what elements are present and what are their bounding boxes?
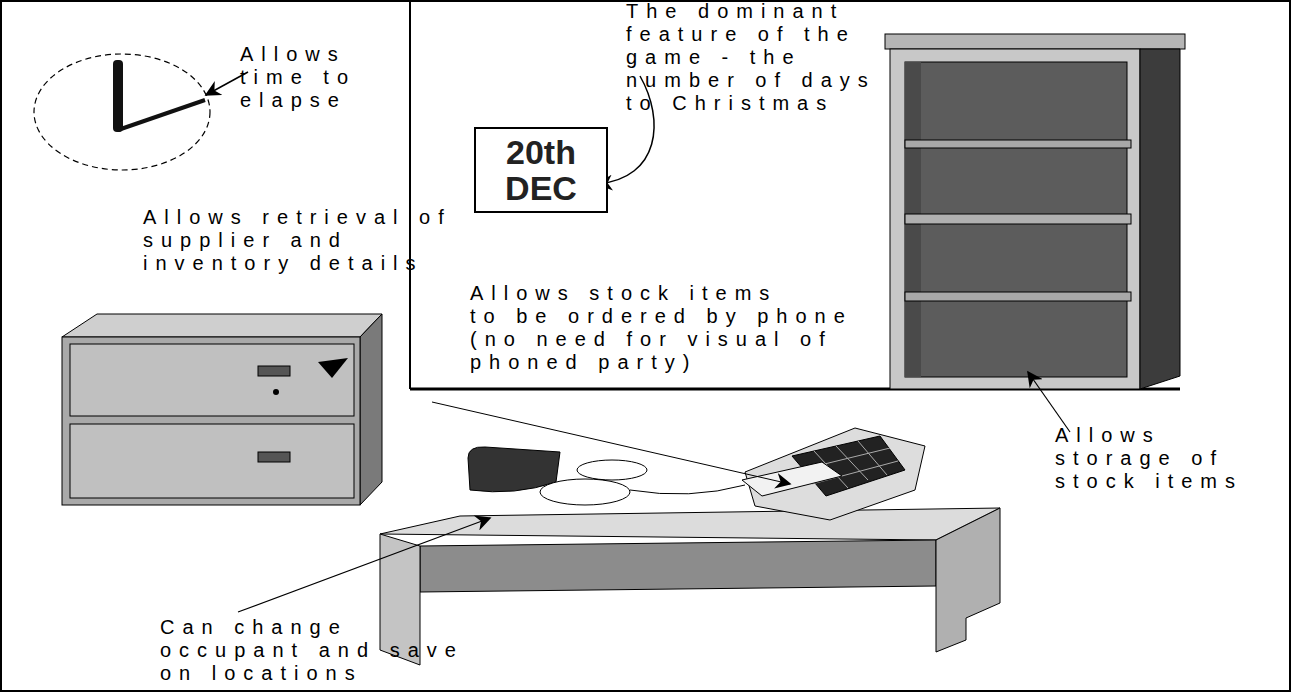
wall-edge [409, 1, 411, 389]
cabinet-side [360, 314, 382, 505]
callout-note: Allows storage of stock items [1055, 424, 1243, 492]
callout-note: Can change occupant and save on location… [160, 616, 464, 684]
cabinet-drawer [70, 344, 354, 416]
bookcase-side [1140, 49, 1180, 389]
callout-note: Allows time to elapse [240, 43, 356, 111]
clock-minute-hand [118, 100, 205, 130]
bookcase-shelf [905, 140, 1131, 148]
calendar-date: 20th DEC [496, 134, 586, 206]
leader-arrow [238, 518, 490, 612]
cabinet-top [62, 314, 382, 337]
cabinet-drawer [70, 424, 354, 498]
desk-leg [936, 508, 1000, 652]
phone-cord [577, 460, 647, 480]
bookcase-shelf [905, 292, 1131, 301]
bookcase-frame [890, 49, 1140, 389]
drawer-lock [273, 389, 279, 395]
cabinet-front [62, 337, 360, 505]
callout-note: Allows retrieval of supplier and invento… [143, 206, 452, 274]
desk-front [420, 540, 936, 592]
phone-handset [742, 462, 842, 496]
callout-note: Allows stock items to be ordered by phon… [470, 282, 853, 373]
keypad-grid [858, 441, 887, 475]
phone-cord [630, 485, 745, 494]
clock-face [34, 54, 210, 170]
phone-cord [540, 479, 630, 505]
clock-hour-hand [113, 60, 123, 132]
leader-arrow [318, 358, 348, 378]
bookcase-top [885, 34, 1185, 49]
bookcase-shelf [905, 214, 1131, 224]
drawer-handle [258, 452, 290, 462]
drawer-handle [258, 366, 290, 376]
callout-note: The dominant feature of the game - the n… [626, 0, 876, 114]
calendar-box: 20th DEC [474, 127, 608, 213]
leader-arrow [432, 402, 790, 484]
leader-arrow [1028, 372, 1070, 432]
